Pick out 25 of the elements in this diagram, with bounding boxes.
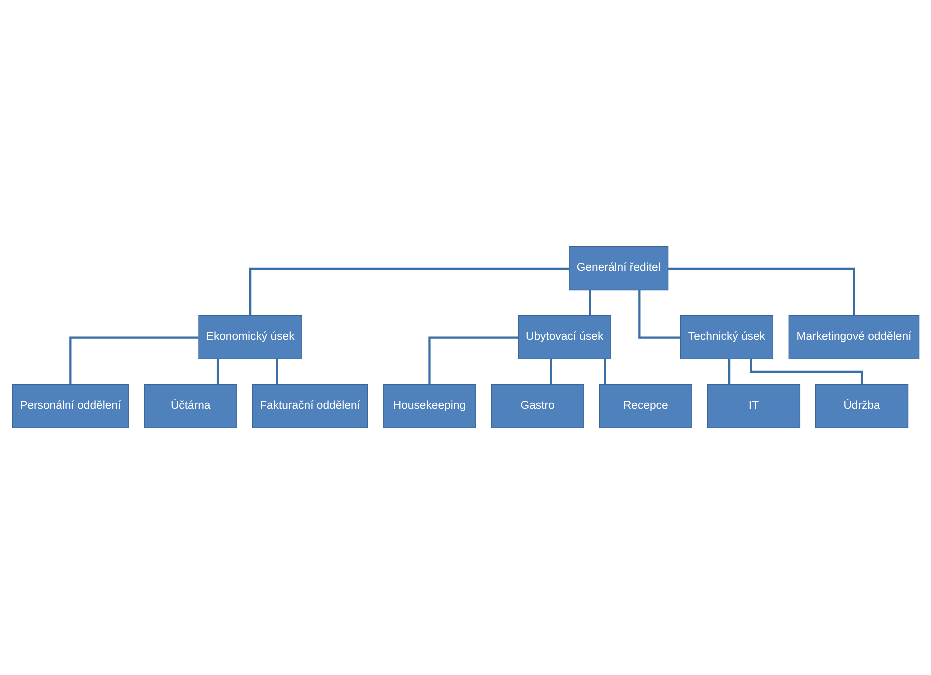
node-box: Ubytovací úsek [518, 315, 611, 360]
node-box: Technický úsek [680, 315, 774, 360]
node-box: Údržba [814, 384, 908, 428]
connector [550, 359, 552, 385]
connector [728, 359, 730, 385]
node-box: IT [706, 384, 800, 428]
connector [750, 359, 863, 385]
node-box: Recepce [598, 384, 692, 428]
connector [69, 336, 198, 385]
connector [604, 359, 606, 385]
node-box: Gastro [490, 384, 584, 428]
connector [588, 290, 591, 316]
connector [216, 359, 219, 385]
connector [249, 268, 569, 316]
node-box: Housekeeping [382, 384, 476, 428]
node-box: Personální oddělení [12, 384, 128, 428]
node-box: Fakturační oddělení [252, 384, 368, 428]
connector [668, 268, 855, 316]
connector [638, 290, 680, 339]
connector [428, 336, 518, 385]
connector [276, 359, 278, 385]
node-box: Marketingové oddělení [788, 315, 920, 360]
node-box: Účtárna [144, 384, 237, 428]
node-box: Ekonomický úsek [198, 315, 302, 360]
node-box: Generální ředitel [568, 246, 668, 291]
